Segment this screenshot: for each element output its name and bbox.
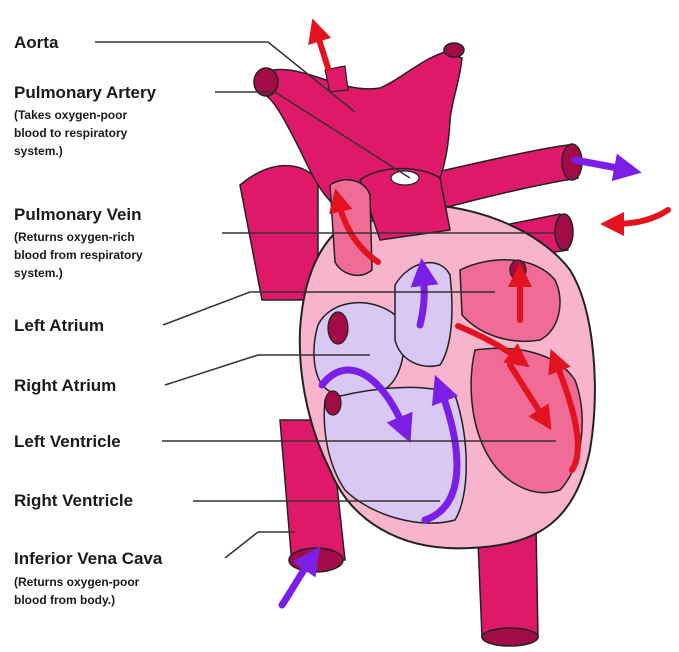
inferior-vena-cava-note-line-2: blood from body.) [14,591,115,609]
pulmonary-vein-note-line-3: system.) [14,264,63,282]
aorta-outflow-arrow [316,30,328,68]
pulmonary-vein-note-line-1: (Returns oxygen-rich [14,228,135,246]
left-atrium-label: Left Atrium [14,316,104,336]
inferior-vena-cava-opening [289,548,343,572]
inferior-vena-cava-label: Inferior Vena Cava [14,549,162,569]
left-ventricle-label: Left Ventricle [14,432,121,452]
pulmonary-artery-label: Pulmonary Artery [14,83,156,103]
inferior-vena-cava-leader-line [225,532,295,558]
right-atrium-label: Right Atrium [14,376,116,396]
aorta-branch-opening [444,43,464,57]
pulmonary-artery-note-line-2: blood to respiratory [14,124,127,142]
inferior-vena-cava-note-line-1: (Returns oxygen-poor [14,573,139,591]
vena-cava-inner-opening [325,391,341,415]
pulmonary-vein-right-opening [555,214,573,250]
aorta-label: Aorta [14,33,58,53]
pulmonary-artery-opening [391,171,419,185]
pulmonary-vein-note-line-2: blood from respiratory [14,246,143,264]
pulmonary-vein-label: Pulmonary Vein [14,205,142,225]
pulmonary-artery-note-line-1: (Takes oxygen-poor [14,106,127,124]
pulmonary-vein-inflow-arrow [612,210,668,224]
right-ventricle-upflow-arrow [420,272,424,325]
right-atrium-vessel-opening [328,312,348,344]
pulmonary-artery-note-line-3: system.) [14,142,63,160]
descending-aorta-opening [482,628,538,646]
pulmonary-artery-outflow-arrow [575,160,628,170]
right-ventricle-label: Right Ventricle [14,491,133,511]
